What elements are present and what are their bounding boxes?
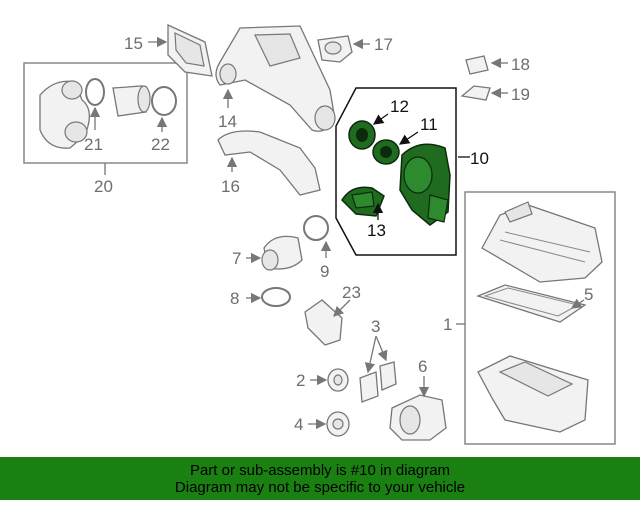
airbox-group-1: 5 1 [443,191,616,445]
part-4: 4 [294,411,350,437]
label-4: 4 [294,415,303,434]
parts-diagram: 21 22 20 15 14 17 18 19 [23,23,616,445]
label-10: 10 [470,149,489,168]
label-19: 19 [511,85,530,104]
assembly-10-group: 12 11 13 10 [335,87,489,256]
label-21: 21 [84,135,103,154]
part-14: 14 [215,25,336,132]
group-20: 21 22 20 [23,62,188,196]
assembly-banner: Part or sub-assembly is #10 in diagram D… [0,457,640,500]
part-6: 6 [389,357,447,441]
part-9: 9 [303,215,332,281]
part-3: 3 [359,317,397,403]
label-6: 6 [418,357,427,376]
part-8: 8 [230,287,291,308]
label-11: 11 [420,115,438,134]
label-1: 1 [443,315,452,334]
banner-line-2: Diagram may not be specific to your vehi… [174,479,466,496]
part-15: 15 [124,23,213,77]
label-12: 12 [390,97,409,116]
label-22: 22 [151,135,170,154]
label-5: 5 [584,285,593,304]
part-2: 2 [296,368,349,392]
part-18: 18 [465,55,530,75]
label-20: 20 [94,177,113,196]
label-18: 18 [511,55,530,74]
label-9: 9 [320,262,329,281]
part-7: 7 [232,235,303,271]
label-2: 2 [296,371,305,390]
label-15: 15 [124,34,143,53]
part-19: 19 [460,85,530,104]
part-16: 16 [217,130,321,196]
label-7: 7 [232,249,241,268]
label-14: 14 [218,112,237,131]
label-13: 13 [367,221,386,240]
label-16: 16 [221,177,240,196]
label-23: 23 [342,283,361,302]
part-17: 17 [317,35,393,63]
part-23: 23 [304,283,361,346]
banner-line-1: Part or sub-assembly is #10 in diagram [189,462,451,479]
label-8: 8 [230,289,239,308]
label-3: 3 [371,317,380,336]
label-17: 17 [374,35,393,54]
